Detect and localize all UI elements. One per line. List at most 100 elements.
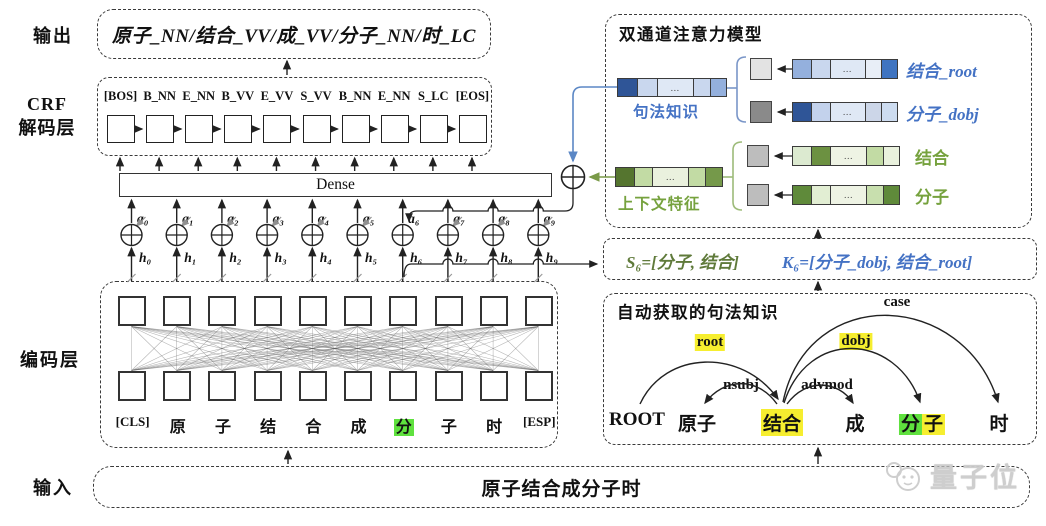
hidden-state-label: h₇ — [455, 250, 468, 265]
crf-state-square — [107, 115, 135, 143]
crf-state-square — [263, 115, 292, 143]
vector-cell — [811, 103, 831, 121]
vector-cell — [867, 147, 884, 165]
arc-label-case: case — [883, 294, 911, 310]
crf-state-square — [302, 115, 331, 143]
hidden-state-label: h₂ — [229, 250, 242, 265]
vector-cell — [865, 60, 882, 78]
vector-cell — [883, 186, 900, 204]
encoder-top-square — [163, 296, 192, 326]
encoder-token-cell: 结 — [246, 413, 291, 437]
dense-layer: Dense — [119, 173, 552, 197]
encoder-bottom-square — [524, 371, 553, 401]
output-box: 原子_NN/结合_VV/成_VV/分子_NN/时_LC — [97, 9, 491, 59]
syntax-key-square-1 — [750, 58, 772, 80]
encoder-bottom-square — [208, 371, 237, 401]
hidden-state-label: h₀ — [139, 250, 152, 265]
encoder-bottom-square — [298, 371, 327, 401]
crf-state-square — [458, 115, 487, 143]
vector-cell — [867, 186, 884, 204]
encoder-token: [ESP] — [523, 414, 556, 429]
arc-label-nsubj: nsubj — [723, 377, 759, 393]
parse-word-4b: 子 — [922, 414, 946, 435]
parse-word-2: 结合 — [760, 409, 804, 436]
dual-channel-title: 双通道注意力模型 — [619, 25, 763, 44]
encoder-token: 原 — [169, 419, 186, 436]
context-key-square-1 — [747, 145, 769, 167]
crf-layer-label-line2: 解码层 — [18, 118, 76, 139]
syntax-knowledge-vector: … — [617, 78, 727, 97]
crf-tag: S_VV — [300, 89, 332, 103]
encoder-token: 子 — [440, 419, 457, 436]
encoder-top-square — [434, 296, 463, 326]
attention-weight-label: a₈ — [498, 211, 510, 226]
syntax-channel-label: 句法知识 — [633, 104, 700, 121]
context-row-label-1: 结合 — [915, 149, 949, 168]
encoder-token-cell: 子 — [200, 413, 245, 437]
crf-tag: E_VV — [260, 89, 294, 103]
crf-tag: E_NN — [182, 89, 216, 103]
parse-word-3: 成 — [845, 414, 865, 435]
vector-cell — [811, 60, 831, 78]
encoder-top-square — [344, 296, 373, 326]
hidden-state-label: h₃ — [274, 250, 287, 265]
encoder-bottom-square — [344, 371, 373, 401]
vector-cell: … — [831, 147, 868, 165]
context-key-square-2 — [747, 184, 769, 206]
crf-tag: [EOS] — [455, 89, 490, 103]
context-feature-vector: … — [615, 167, 723, 187]
encoder-token: [CLS] — [115, 414, 150, 429]
syntax-parse-title: 自动获取的句法知识 — [617, 303, 779, 322]
encoder-top-square — [253, 296, 282, 326]
crf-tag: B_NN — [338, 89, 372, 103]
hidden-state-label: h₈ — [500, 250, 513, 265]
encoder-top-square — [298, 296, 327, 326]
encoder-bottom-square — [389, 371, 418, 401]
vector-cell: … — [830, 60, 866, 78]
arc-label-root: root — [694, 334, 726, 351]
encoder-bottom-square — [253, 371, 282, 401]
context-row-vector-1: … — [792, 146, 900, 166]
syntax-row-label-1: 结合_root — [906, 62, 977, 81]
encoder-top-square — [479, 296, 508, 326]
vector-cell — [883, 147, 900, 165]
vector-cell: … — [831, 186, 868, 204]
parse-word-4a: 分 — [898, 414, 922, 435]
context-channel-label: 上下文特征 — [618, 196, 701, 213]
attention-weight-label: a₉ — [543, 211, 556, 226]
watermark-logo-icon — [886, 461, 920, 491]
crf-state-square — [380, 115, 409, 143]
parse-word-4: 分子 — [898, 409, 946, 436]
syntax-key-square-2 — [750, 101, 772, 123]
vector-cell — [710, 79, 726, 96]
crf-state-square — [185, 115, 214, 143]
encoder-token: 成 — [350, 419, 367, 436]
encoder-token-cell: 分 — [381, 413, 426, 437]
hidden-state-label: h₉ — [545, 250, 558, 265]
attention-weight-label: a₂ — [227, 211, 239, 226]
encoder-token-cell: 成 — [336, 413, 381, 437]
encoder-bottom-square — [434, 371, 463, 401]
knowledge-set-text: K₆=[分子_dobj, 结合_root] — [782, 253, 973, 272]
vector-cell — [793, 186, 813, 204]
encoder-token: 时 — [486, 419, 503, 436]
encoder-top-square — [118, 296, 146, 326]
crf-square-row — [107, 115, 487, 143]
input-layer-label: 输入 — [33, 478, 73, 498]
syntax-row-label-2: 分子_dobj — [906, 105, 979, 124]
vector-cell — [881, 60, 897, 78]
selected-sets-box: S₆=[分子, 结合] K₆=[分子_dobj, 结合_root] — [603, 238, 1037, 280]
crf-state-square — [341, 115, 370, 143]
vector-cell: … — [830, 103, 866, 121]
encoder-token-cell: 合 — [291, 413, 336, 437]
parse-word-5: 时 — [989, 414, 1009, 435]
hidden-state-label: h₁ — [184, 250, 197, 265]
vector-cell — [616, 168, 635, 186]
vector-cell — [634, 168, 654, 186]
arc-label-advmod: advmod — [801, 377, 853, 393]
crf-tag: B_VV — [221, 89, 255, 103]
vector-cell: … — [653, 168, 690, 186]
